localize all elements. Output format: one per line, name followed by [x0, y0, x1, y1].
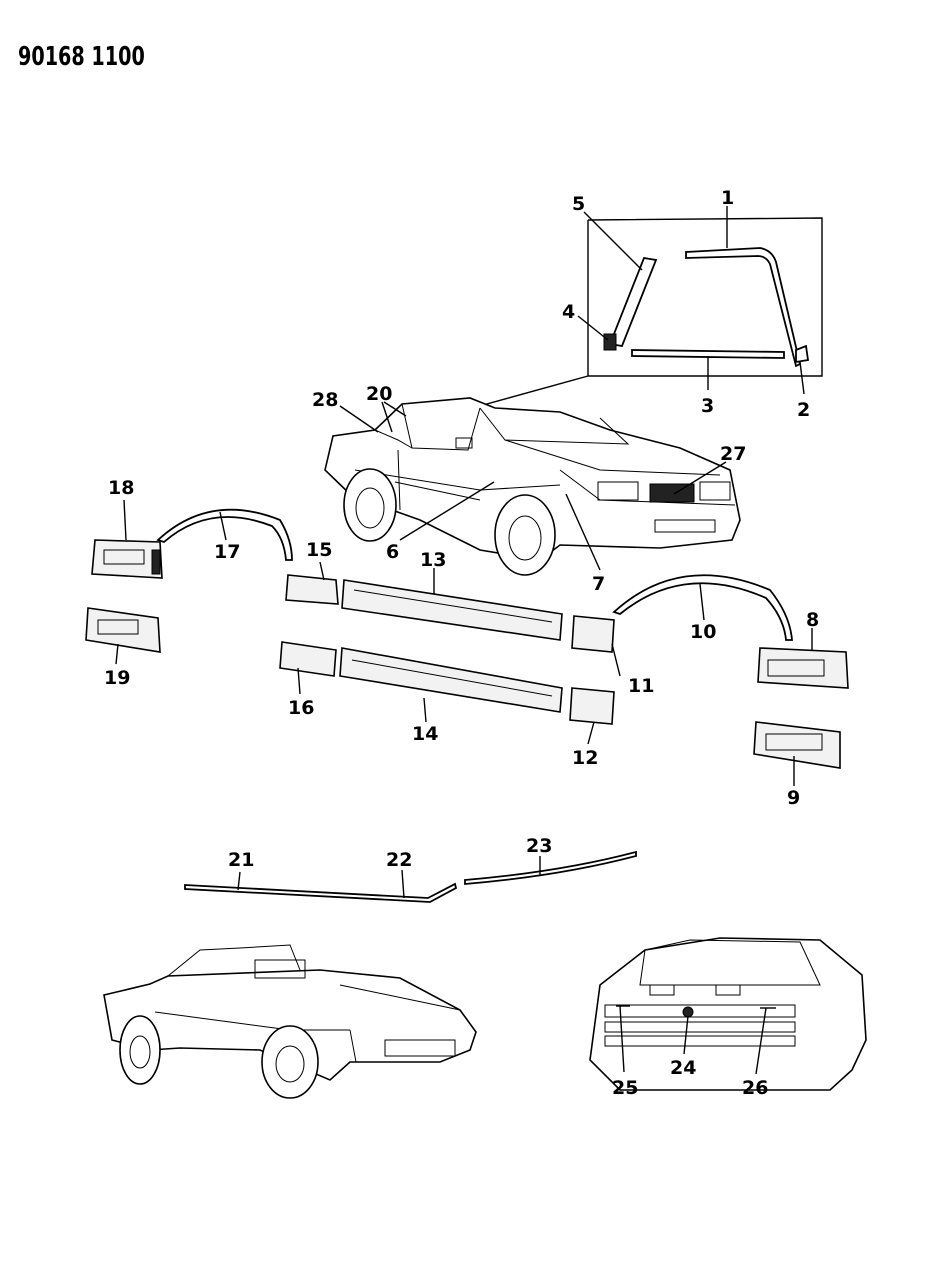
callout-16: 16: [288, 697, 314, 719]
callout-27: 27: [720, 443, 746, 465]
part-11-front-fender-molding: [571, 615, 615, 653]
coupe-front-view: [324, 397, 741, 576]
callout-1: 1: [721, 187, 734, 209]
callout-13: 13: [420, 549, 446, 571]
page-code: 90168 1100: [18, 42, 145, 72]
callout-26: 26: [742, 1077, 768, 1099]
callout-11: 11: [628, 675, 654, 697]
callout-8: 8: [806, 609, 819, 631]
callout-2: 2: [797, 399, 810, 421]
part-13-door-molding: [341, 579, 563, 641]
part-16-rear-quarter-molding: [279, 641, 337, 677]
part-3-lower-molding: [631, 349, 785, 359]
part-19-rear-flare-trim: [85, 607, 161, 653]
callout-20: 20: [366, 383, 392, 405]
callout-24: 24: [670, 1057, 696, 1079]
callout-15: 15: [306, 539, 332, 561]
part-10-front-wheel-opening-molding: [612, 574, 793, 641]
callout-6: 6: [386, 541, 399, 563]
leader-lines: [115, 206, 813, 1075]
windshield-inset: [464, 217, 823, 411]
callout-12: 12: [572, 747, 598, 769]
part-4-clip: [603, 333, 617, 351]
callout-9: 9: [787, 787, 800, 809]
callout-21: 21: [228, 849, 254, 871]
part-2-end-cap: [795, 344, 810, 364]
part-14-door-molding: [339, 647, 563, 713]
convertible-rear-view: [103, 944, 477, 1099]
part-15-rear-quarter-molding: [285, 574, 339, 605]
callout-23: 23: [526, 835, 552, 857]
callout-10: 10: [690, 621, 716, 643]
part-5-a-pillar-molding: [608, 256, 658, 348]
callout-28: 28: [312, 389, 338, 411]
part-8-front-flare-trim: [757, 647, 849, 689]
callout-14: 14: [412, 723, 438, 745]
part-18-rear-flare-trim: [91, 539, 163, 579]
part-21-22-belt-molding: [184, 882, 458, 903]
part-12-front-fender-molding: [569, 687, 615, 725]
part-9-front-flare-trim: [753, 721, 841, 769]
hatchback-rear-view: [589, 937, 867, 1091]
callout-22: 22: [386, 849, 412, 871]
callout-4: 4: [562, 301, 575, 323]
part-17-rear-wheel-opening-molding: [156, 508, 293, 561]
callout-5: 5: [572, 193, 585, 215]
callout-3: 3: [701, 395, 714, 417]
part-1-upper-windshield-molding: [685, 247, 802, 368]
callout-18: 18: [108, 477, 134, 499]
part-23-belt-molding: [464, 850, 637, 885]
callout-7: 7: [592, 573, 605, 595]
callout-19: 19: [104, 667, 130, 689]
callout-25: 25: [612, 1077, 638, 1099]
callout-17: 17: [214, 541, 240, 563]
